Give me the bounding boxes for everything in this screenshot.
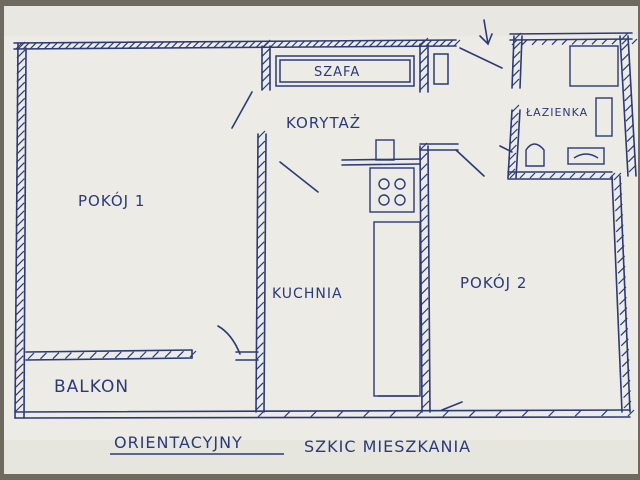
door-room1 [231,91,253,129]
wall-kitchen-left [255,133,267,413]
stove [369,167,415,213]
door-bathroom [499,145,513,153]
label-balcony: BALKON [54,377,129,397]
label-kitchen: KUCHNIA [272,286,343,302]
shower-tray [567,147,605,165]
toilet-icon [525,143,545,167]
hatch-right [613,32,637,409]
bathtub [569,45,619,87]
door-balcony [217,325,241,355]
caption-part1: ORIENTACYJNY [114,433,243,452]
door-entrance [459,47,503,69]
cabinet-small [433,53,449,85]
entrance-arrow-icon [483,19,489,45]
wall-bathroom-top [509,32,633,41]
washbasin-cabinet [595,97,613,137]
label-bathroom: ŁAZIENKA [525,106,588,119]
hatch-inner [27,32,638,411]
door-kitchen [279,161,319,193]
wall-kitchen-right [419,143,459,413]
door-bottom-a [441,401,463,411]
label-room1: POKÓJ 1 [78,191,145,210]
caption-part2: SZKIC MIESZKANIA [304,437,471,456]
label-wardrobe: SZAFA [314,65,360,80]
chimney-box [375,139,395,161]
label-corridor: KORYTAŻ [286,113,361,132]
hatch-bottom [257,409,635,418]
wall-bathroom-bottom [507,171,613,180]
hatch-left [14,41,26,413]
door-room2 [455,149,485,177]
hatch-top [15,39,461,50]
wardrobe-outline [275,55,415,87]
paper-sheet [4,6,638,474]
label-room2: POKÓJ 2 [460,273,527,292]
wall-corridor-right [419,43,429,93]
